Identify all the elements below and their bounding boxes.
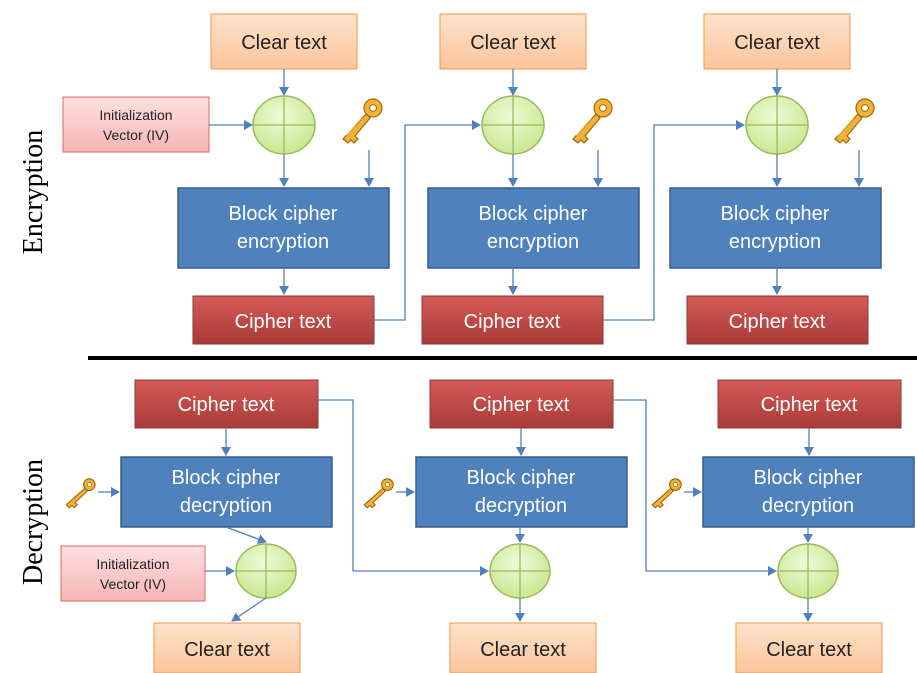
xor-icon <box>489 543 551 599</box>
plaintext-label: Clear text <box>766 639 852 661</box>
ciphertext-label: Cipher text <box>235 311 332 333</box>
encryption-section-label: Encryption <box>18 130 49 254</box>
plaintext-label: Clear text <box>480 639 566 661</box>
decryption-iv-line1: Initialization <box>96 556 169 572</box>
key-icon <box>65 478 96 509</box>
block-cipher-line1: Block cipher <box>467 467 576 489</box>
block-cipher-line1: Block cipher <box>721 203 830 225</box>
encryption-block-3: Clear text Block cipher encryption Ciphe… <box>669 13 882 345</box>
plaintext-label: Clear text <box>184 639 270 661</box>
decryption-arrows <box>98 399 814 622</box>
decryption-section-label: Decryption <box>18 459 49 585</box>
decryption-block-3: Cipher text Block cipher decryption Clea… <box>651 379 915 673</box>
plaintext-label: Clear text <box>734 32 820 54</box>
ciphertext-label: Cipher text <box>178 394 275 416</box>
ciphertext-label: Cipher text <box>464 311 561 333</box>
ciphertext-label: Cipher text <box>729 311 826 333</box>
key-icon <box>363 478 394 509</box>
block-cipher-line2: decryption <box>180 495 272 517</box>
ciphertext-box <box>429 379 614 429</box>
decryption-iv-line2: Vector (IV) <box>100 576 166 592</box>
plaintext-box <box>735 622 883 673</box>
xor-icon <box>745 95 809 155</box>
block-cipher-box <box>415 456 628 528</box>
block-cipher-line2: decryption <box>762 495 854 517</box>
xor-icon <box>235 543 297 599</box>
xor-icon <box>252 95 316 155</box>
encryption-block-1: Clear text Block cipher encryption Ciphe… <box>177 13 390 345</box>
key-icon <box>651 478 682 509</box>
plaintext-box <box>703 13 851 70</box>
ciphertext-box <box>421 295 604 345</box>
key-icon <box>572 98 613 144</box>
plaintext-box <box>449 622 597 673</box>
block-cipher-box <box>669 187 882 269</box>
ciphertext-box <box>192 295 375 345</box>
ciphertext-box <box>134 379 319 429</box>
plaintext-box <box>153 622 301 673</box>
encryption-iv-box: Initialization Vector (IV) <box>62 96 210 153</box>
ciphertext-label: Cipher text <box>473 394 570 416</box>
block-cipher-line2: encryption <box>487 231 579 253</box>
decryption-block-2: Cipher text Block cipher decryption Clea… <box>363 379 628 673</box>
encryption-iv-line1: Initialization <box>99 107 172 123</box>
block-cipher-line1: Block cipher <box>172 467 281 489</box>
block-cipher-line2: decryption <box>475 495 567 517</box>
encryption-block-2: Clear text Block cipher encryption Ciphe… <box>421 13 640 345</box>
block-cipher-line2: encryption <box>729 231 821 253</box>
decryption-iv-box: Initialization Vector (IV) <box>60 545 206 602</box>
block-cipher-box <box>177 187 390 269</box>
block-cipher-line1: Block cipher <box>754 467 863 489</box>
key-icon <box>834 98 875 144</box>
xor-icon <box>481 95 545 155</box>
ciphertext-label: Cipher text <box>761 394 858 416</box>
encryption-arrows <box>209 69 864 321</box>
block-cipher-line2: encryption <box>237 231 329 253</box>
plaintext-label: Clear text <box>241 32 327 54</box>
encryption-iv-line2: Vector (IV) <box>103 127 169 143</box>
key-icon <box>342 98 383 144</box>
ciphertext-box <box>717 379 902 429</box>
block-cipher-box <box>427 187 640 269</box>
decryption-block-1: Cipher text Block cipher decryption Clea… <box>65 379 333 673</box>
block-cipher-line1: Block cipher <box>229 203 338 225</box>
plaintext-box <box>439 13 587 70</box>
block-cipher-box <box>120 456 333 528</box>
block-cipher-line1: Block cipher <box>479 203 588 225</box>
ciphertext-box <box>686 295 869 345</box>
xor-icon <box>777 543 839 599</box>
plaintext-label: Clear text <box>470 32 556 54</box>
